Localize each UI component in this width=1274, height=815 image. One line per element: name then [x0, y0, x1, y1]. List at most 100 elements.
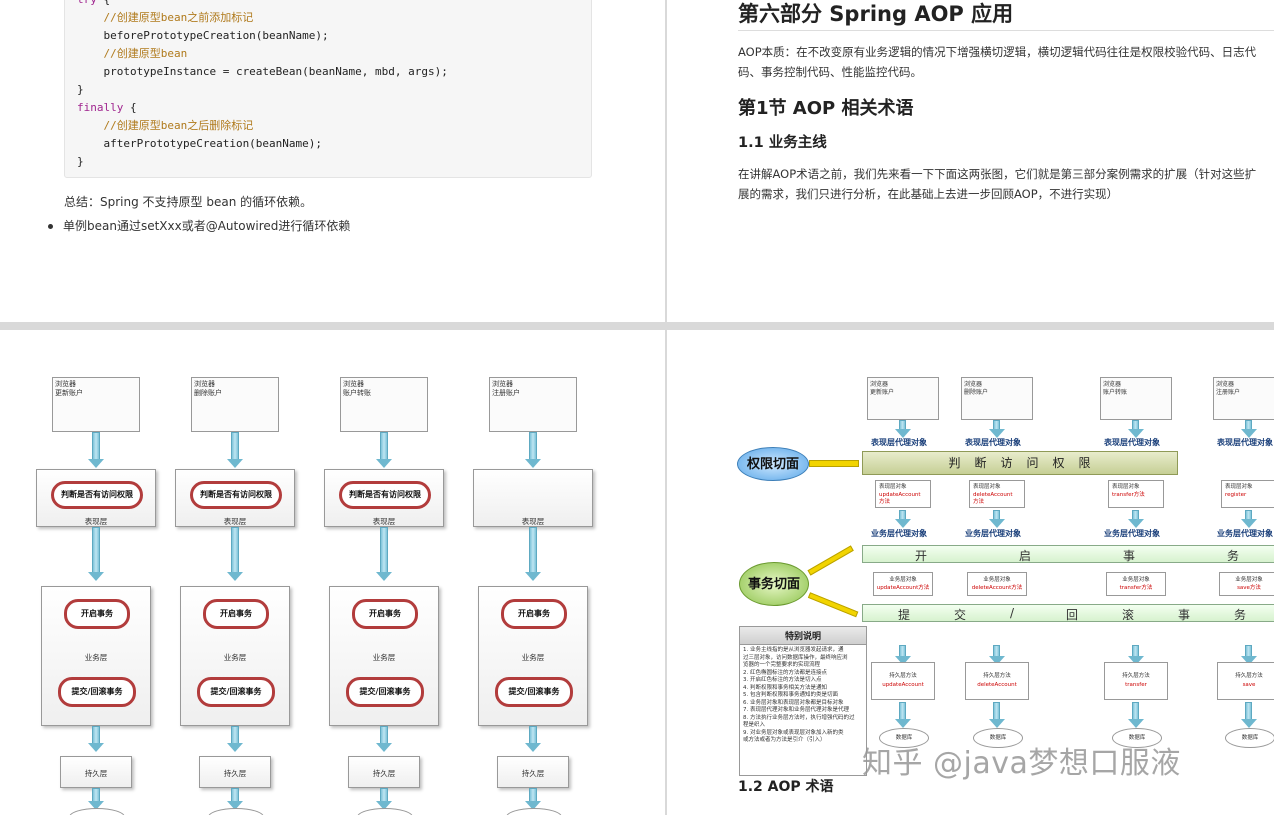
browser-action: 更新账户 [55, 389, 83, 397]
presentation-layer-box: 判断是否有访问权限表现层 [324, 469, 444, 527]
browser-label: 浏览器 [964, 381, 983, 388]
browser-box: 浏览器注册账户 [489, 377, 577, 432]
code-line: //创建原型bean之后删除标记 [77, 117, 591, 135]
proxy-label: 表现层代理对象 [871, 438, 927, 447]
persistence-label: 持久层 [372, 769, 396, 778]
code-line: //创建原型bean [77, 45, 591, 63]
pres-obj-l2: register [1225, 492, 1247, 498]
begin-tx-pill: 开启事务 [352, 599, 418, 629]
begin-tx-pill: 开启事务 [501, 599, 567, 629]
note-title: 特别说明 [740, 627, 866, 645]
down-arrow-icon [1128, 510, 1144, 528]
tx-aspect-bubble: 事务切面 [739, 562, 809, 606]
persistence-layer-box: 持久层 [199, 756, 271, 788]
code-text: { [123, 101, 137, 114]
database-shape [69, 808, 125, 815]
down-arrow-icon [88, 527, 104, 581]
check-permission-pill: 判断是否有访问权限 [190, 481, 282, 509]
db-label: 数据库 [989, 735, 1007, 741]
pres-obj-l1: 表现层对象 [879, 484, 907, 490]
commit-bar-char: / [1010, 606, 1016, 620]
browser-box: 浏览器注册账户 [1213, 377, 1274, 420]
svc-obj-l2: deleteAccount方法 [971, 585, 1023, 591]
presentation-label: 表现层 [521, 517, 545, 526]
presentation-layer-box: 判断是否有访问权限表现层 [175, 469, 295, 527]
down-arrow-icon [525, 788, 541, 810]
code-block: try { //创建原型bean之前添加标记 beforePrototypeCr… [64, 0, 592, 178]
code-line: } [77, 153, 591, 171]
bullet-text: 单例bean通过setXxx或者@Autowired进行循环依赖 [63, 219, 351, 233]
service-layer-box: 开启事务业务层提交/回滚事务 [41, 586, 151, 726]
special-note: 特别说明 1. 业务主线指的是从浏览器发起请求，通过三层对象，访问数据库操作，最… [739, 626, 867, 776]
down-arrow-icon [989, 645, 1005, 665]
code-line: //创建原型bean之前添加标记 [77, 9, 591, 27]
intro-line-1: AOP本质：在不改变原有业务逻辑的情况下增强横切逻辑，横切逻辑代码往往是权限校验… [738, 45, 1257, 59]
down-arrow-icon [895, 420, 911, 438]
dao-obj-l2: save [1242, 682, 1256, 688]
browser-box: 浏览器更新账户 [52, 377, 140, 432]
note-line: 1. 业务主线指的是从浏览器发起请求，通 [743, 647, 844, 653]
yellow-arrow-icon [807, 545, 854, 576]
down-arrow-icon [525, 726, 541, 752]
proxy-label: 表现层代理对象 [1104, 438, 1160, 447]
browser-label: 浏览器 [55, 380, 76, 388]
note-line: 5. 包含判断权限和事务通知的类是切面 [743, 692, 838, 698]
browser-box: 浏览器更新账户 [867, 377, 939, 420]
database-shape [357, 808, 413, 815]
check-permission-pill: 判断是否有访问权限 [51, 481, 143, 509]
pres-obj-l3: 方法 [879, 499, 891, 505]
commit-bar-char: 事 [1178, 608, 1192, 622]
code-keyword: try [77, 0, 97, 6]
persistence-label: 持久层 [84, 769, 108, 778]
presentation-layer-box: 判断是否有访问权限表现层 [36, 469, 156, 527]
page-aop-intro: 第六部分 Spring AOP 应用 AOP本质：在不改变原有业务逻辑的情况下增… [667, 0, 1274, 322]
service-object: 业务层对象 updateAccount方法 [873, 572, 933, 596]
note-line: 4. 判断权限和事务相关方法是通知 [743, 684, 827, 691]
presentation-layer-box: 表现层 [473, 469, 593, 527]
note-lines: 1. 业务主线指的是从浏览器发起请求，通过三层对象，访问数据库操作，最终响应浏览… [740, 645, 866, 747]
db-label: 数据库 [1241, 735, 1259, 741]
browser-action: 删除账户 [194, 389, 222, 397]
down-arrow-icon [376, 432, 392, 468]
service-label: 业务层 [84, 653, 108, 662]
down-arrow-icon [227, 527, 243, 581]
begin-tx-pill: 开启事务 [64, 599, 130, 629]
code-text: { [97, 0, 110, 6]
code-text: beforePrototypeCreation(beanName); [77, 29, 329, 42]
note-line: 3. 开启红色标注的方法是切入点 [743, 677, 822, 683]
code-text: prototypeInstance = createBean(beanName,… [77, 65, 448, 78]
down-arrow-icon [1241, 510, 1257, 528]
commit-bar-char: 务 [1234, 608, 1248, 622]
code-line: beforePrototypeCreation(beanName); [77, 27, 591, 45]
code-line: afterPrototypeCreation(beanName); [77, 135, 591, 153]
code-line: try { [77, 0, 591, 9]
para-line-2: 展的需求，我们只进行分析，在此基础上去进一步回顾AOP，不进行实现） [738, 187, 1119, 201]
database-shape: 数据库 [879, 728, 929, 748]
down-arrow-icon [227, 726, 243, 752]
begin-tx-pill: 开启事务 [203, 599, 269, 629]
svc-obj-l1: 业务层对象 [889, 577, 917, 583]
pres-obj-l2: updateAccount [879, 492, 921, 498]
proxy-label: 表现层代理对象 [1217, 438, 1273, 447]
code-line: prototypeInstance = createBean(beanName,… [77, 63, 591, 81]
note-line: 程是织入 [743, 722, 766, 728]
yellow-arrow-icon [807, 592, 859, 618]
commit-tx-bar: 提交/回滚事务 [862, 604, 1274, 622]
svc-obj-l2: updateAccount方法 [876, 585, 930, 591]
browser-box: 浏览器账户转账 [340, 377, 428, 432]
browser-label: 浏览器 [343, 380, 364, 388]
chapter-title: 第六部分 Spring AOP 应用 [738, 2, 1014, 26]
yellow-arrow-icon [809, 460, 859, 467]
code-line: } [77, 81, 591, 99]
commit-bar-char: 滚 [1122, 608, 1136, 622]
persistence-object: 持久层方法 save [1217, 662, 1274, 700]
down-arrow-icon [1241, 420, 1257, 438]
bullet-dot-icon [48, 224, 53, 229]
dao-obj-l1: 持久层方法 [1235, 673, 1263, 679]
